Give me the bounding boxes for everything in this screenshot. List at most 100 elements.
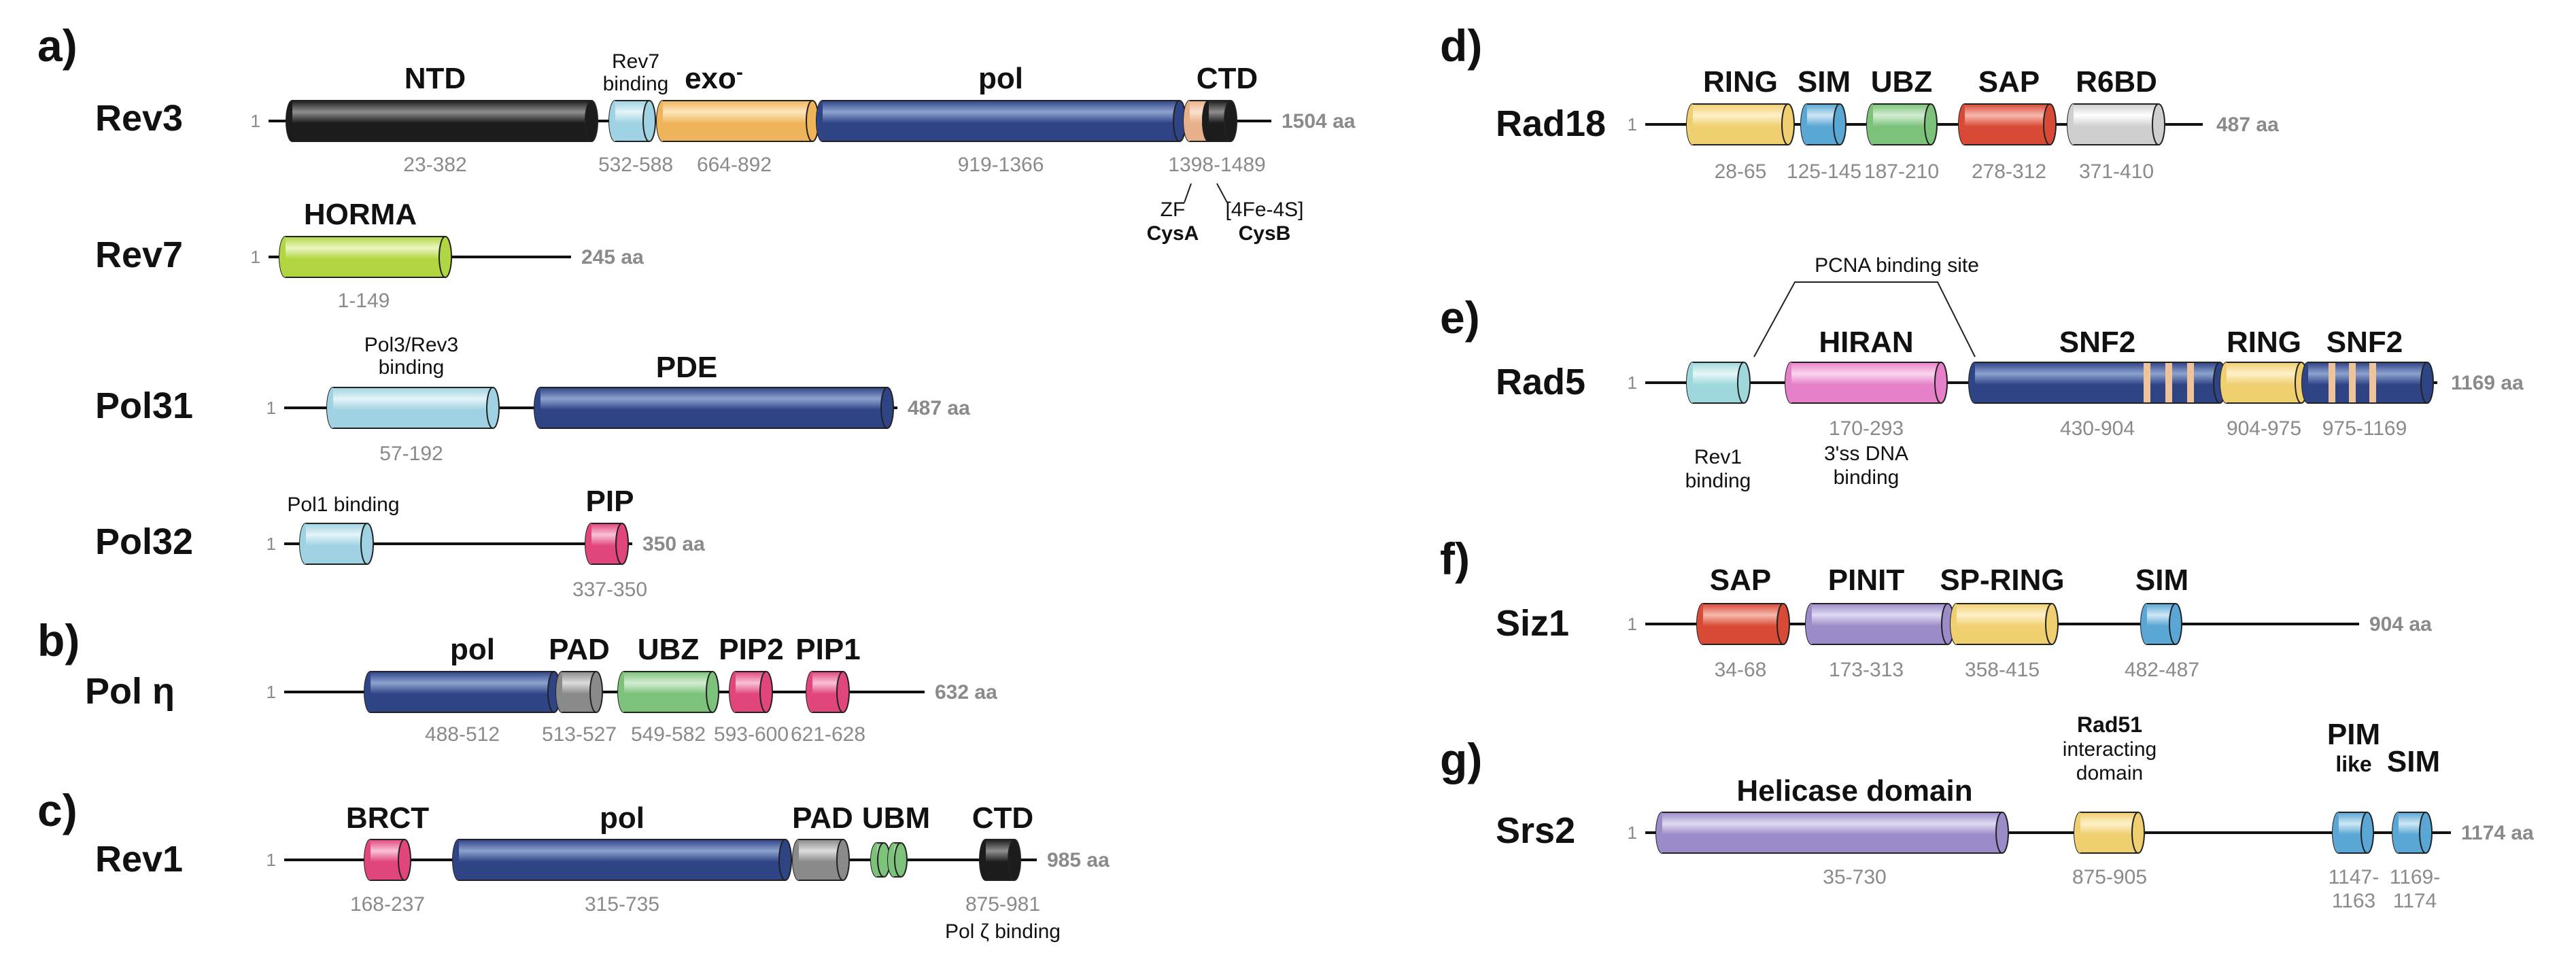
annotation-connector [1184,183,1192,203]
domain-label: Pol1 binding [287,493,399,516]
domain-range: 23-382 [403,154,466,176]
domain-label: BRCT [346,801,429,835]
domain-pol3-rev3-binding [326,387,500,429]
protein-name: Rev3 [95,98,183,139]
domain-label: SAP [1710,564,1771,597]
start-residue: 1 [267,398,276,418]
domain-range: 337-350 [572,578,647,601]
domain-label: R6BD [2076,65,2157,99]
annotation-note: CysB [1239,222,1291,245]
domain-start-cap [1203,101,1209,141]
domain-end-cap [1776,603,1790,645]
start-residue: 1 [267,534,276,554]
domain-body [2080,812,2138,853]
annotation-connector [1216,183,1228,203]
annotation-note: 3'ss DNA [1824,443,1908,465]
domain-body [1662,812,2002,853]
panel-letter: f) [1440,534,1470,584]
domain-sim [1800,103,1847,145]
domain-label: SIM [1798,65,1851,99]
domain-end-cap [1995,812,2009,854]
domain-range: 1398-1489 [1168,154,1265,176]
domain-end-cap [778,839,792,881]
domain-end-cap [836,839,850,881]
domain-range: 35-730 [1823,866,1886,888]
domain-label: SP-RING [1940,564,2064,597]
domain-pad [555,671,603,713]
domain-label: SIM [2135,564,2188,597]
domain-label: PINIT [1828,564,1905,597]
domain-body [286,237,445,277]
domain-body [1703,604,1783,644]
domain-range: 57-192 [379,443,443,465]
domain-body [333,387,493,428]
domain-end-cap [2360,812,2374,854]
domain-start-cap [1969,362,1975,403]
domain-body [292,101,591,141]
domain-label: binding [1685,470,1751,492]
domain-horma [279,236,452,278]
domain-end-cap [2045,603,2059,645]
domain-label: NTD [405,62,466,95]
domain-start-cap [1656,812,1662,853]
domain-start-cap [2074,812,2080,853]
domain-body [306,523,367,564]
domain-start-cap [1785,362,1791,403]
domain-label: pol [978,62,1023,95]
protein-name: Srs2 [1496,810,1575,851]
domain-body [1873,104,1931,145]
domain-start-cap [2220,362,2227,403]
protein-name: Rev7 [95,235,183,275]
domain-range: 482-487 [2125,659,2199,681]
domain-start-cap [327,387,333,428]
domain-end-cap [642,100,656,142]
domain-start-cap [980,839,986,880]
domain-ring [1686,103,1795,145]
domain-body [1957,604,2052,644]
protein-length: 487 aa [908,397,970,419]
domain-label: exo- [685,61,743,95]
protein-name: Pol η [85,671,175,712]
domain-pde [534,387,894,429]
domain-start-cap [279,237,286,277]
domain-label: UBM [862,801,930,835]
domain-start-cap [286,101,292,141]
domain-range: 593-600 [714,723,789,746]
start-residue: 1 [1628,822,1637,843]
domain-range: 278-312 [1972,160,2046,183]
domain-sap [1696,603,1790,645]
start-residue: 1 [1628,114,1637,135]
domain-helicase-domain [1655,812,2009,854]
domain-start-cap [793,839,799,880]
domain-label: Helicase domain [1736,774,1972,808]
domain-end-cap [894,842,908,878]
start-residue: 1 [251,111,260,131]
domain-pip2 [729,671,773,713]
domain-range: 358-415 [1965,659,2040,681]
domain-label: PAD [549,633,610,666]
domain-range: 34-68 [1715,659,1767,681]
domain-pip1 [806,671,850,713]
domain-start-cap [1801,104,1807,145]
domain-start-cap [453,839,459,880]
domain-start-cap [657,101,663,141]
annotation-note: binding [1834,466,1900,489]
domain-end-cap [759,671,773,713]
domain-range: 875-905 [2072,866,2147,888]
domain-start-cap [618,672,624,712]
domain-label: UBZ [638,633,699,666]
protein-name: Rad5 [1496,362,1585,402]
domain-label: interacting [2063,738,2157,761]
domain-end-cap [1924,103,1938,145]
domain-sap [1958,103,2057,145]
domain-start-cap [1951,604,1957,644]
panel-letter: b) [37,615,80,665]
motif-band [2349,363,2356,402]
domain-label: PIP2 [719,633,783,666]
domain-body [540,387,887,428]
